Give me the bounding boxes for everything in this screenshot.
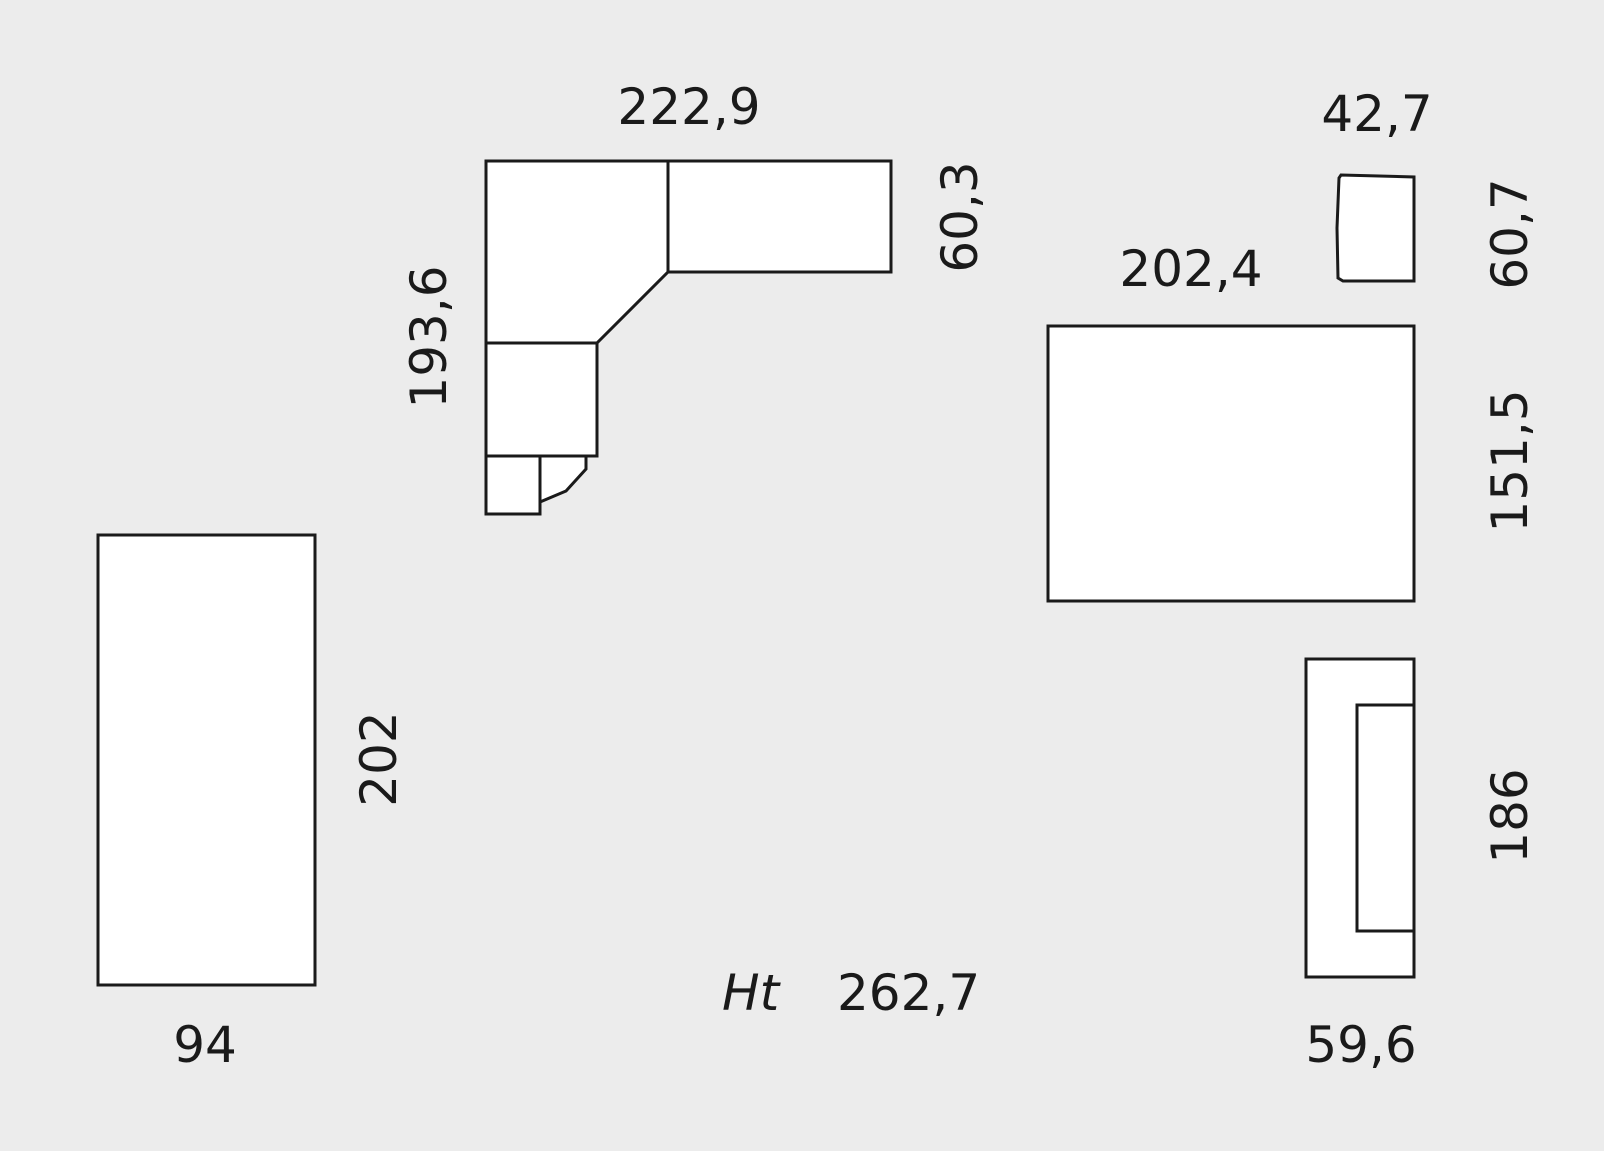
bed-length-label: 202 [350, 711, 408, 806]
rug [1046, 324, 1416, 603]
console-width-label: 59,6 [1305, 1016, 1416, 1074]
pouf-width-label: 42,7 [1321, 85, 1432, 143]
rug-depth-label: 151,5 [1481, 389, 1539, 532]
pouf [1335, 173, 1416, 283]
corner-sofa-outline [484, 159, 893, 516]
corner-sofa [484, 159, 893, 516]
rug-width-label: 202,4 [1119, 240, 1262, 298]
bed-width-label: 94 [173, 1016, 237, 1074]
console [1304, 657, 1416, 979]
corner-sofa-depth-label: 60,3 [931, 161, 989, 272]
corner-sofa-length-label: 193,6 [400, 265, 458, 408]
height-label: Ht [722, 964, 782, 1022]
console-inner-panel [1355, 703, 1414, 933]
pouf-depth-label: 60,7 [1481, 178, 1539, 289]
corner-sofa-width-label: 222,9 [617, 78, 760, 136]
bed [96, 533, 317, 987]
height-value: 262,7 [837, 964, 980, 1022]
console-outline [1304, 657, 1416, 979]
console-length-label: 186 [1481, 768, 1539, 863]
